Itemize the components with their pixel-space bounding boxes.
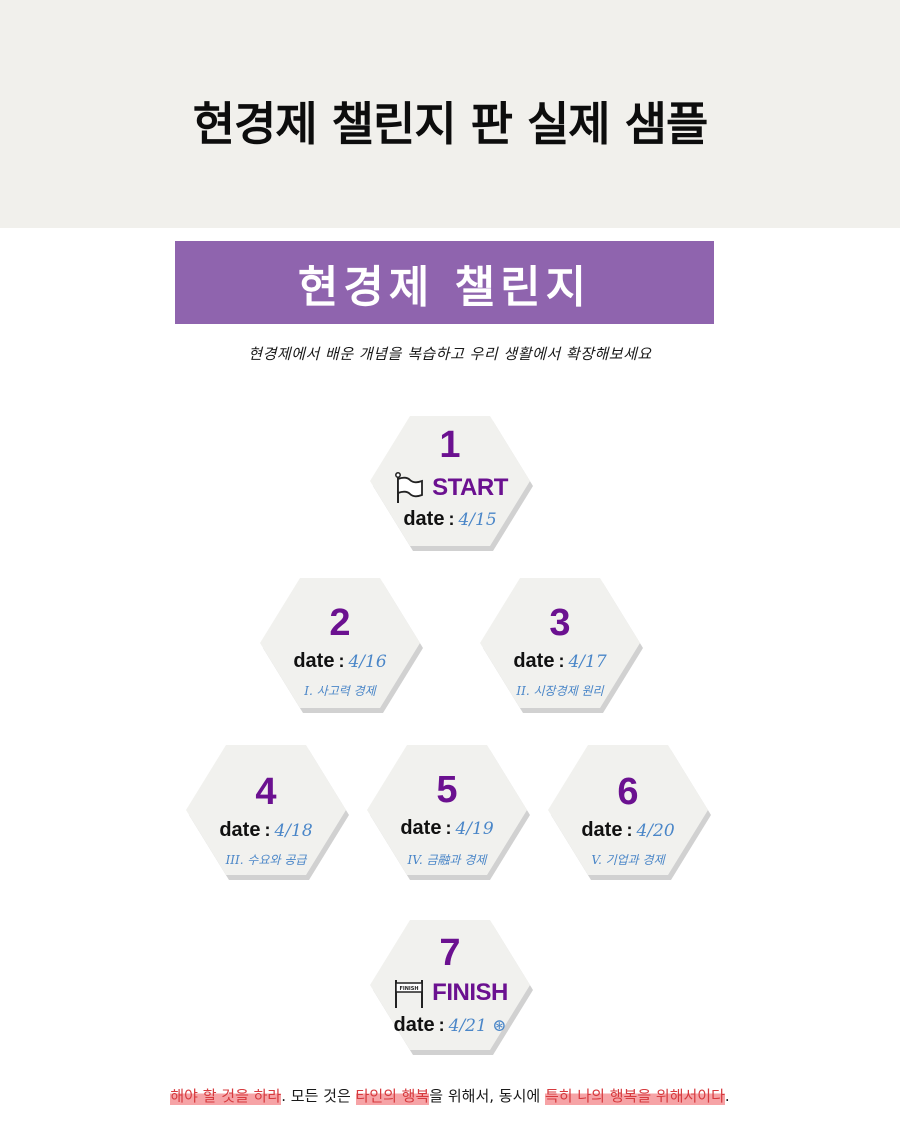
start-label: START bbox=[432, 474, 508, 501]
quote-part: . bbox=[724, 1087, 730, 1105]
step-number: 5 bbox=[436, 769, 458, 811]
date-value: 4/21 ⊛ bbox=[448, 1016, 507, 1036]
step-number: 3 bbox=[549, 602, 571, 644]
date-value: 4/17 bbox=[568, 652, 607, 672]
date-label: date bbox=[219, 819, 261, 841]
step-3-hexagon: 3 date : 4/17 II. 시장경제 원리 bbox=[480, 578, 643, 713]
step-1-hexagon: 1 START date : 4/15 bbox=[370, 416, 533, 551]
closing-quote: 해야 할 것을 하라. 모든 것은 타인의 행복을 위해서, 동시에 특히 나의… bbox=[0, 1085, 900, 1106]
topic-note: I. 사고력 경제 bbox=[304, 684, 376, 698]
date-value: 4/20 bbox=[636, 821, 675, 841]
step-number: 2 bbox=[329, 602, 351, 644]
quote-part-highlight: 특히 나의 행복을 위해서이다 bbox=[544, 1087, 725, 1105]
date-value: 4/18 bbox=[274, 821, 313, 841]
date-value: 4/15 bbox=[458, 510, 497, 530]
header-band bbox=[0, 0, 900, 228]
date-label: date bbox=[581, 819, 623, 841]
topic-note: V. 기업과 경제 bbox=[591, 853, 665, 867]
challenge-banner: 현경제 챌린지 bbox=[175, 241, 714, 324]
topic-note: III. 수요와 공급 bbox=[225, 853, 307, 867]
date-value: 4/19 bbox=[455, 819, 494, 839]
topic-note: II. 시장경제 원리 bbox=[516, 684, 604, 698]
subtitle: 현경제에서 배운 개념을 복습하고 우리 생활에서 확장해보세요 bbox=[248, 345, 652, 363]
date-value: 4/16 bbox=[348, 652, 387, 672]
finish-gate-icon: FINISH bbox=[395, 980, 424, 1008]
finish-label: FINISH bbox=[432, 979, 508, 1006]
step-5-hexagon: 5 date : 4/19 IV. 금融과 경제 bbox=[367, 745, 530, 880]
step-number: 7 bbox=[439, 932, 461, 974]
quote-part-highlight: 타인의 행복 bbox=[355, 1087, 430, 1105]
date-label: date bbox=[403, 508, 445, 530]
date-label: date bbox=[393, 1014, 435, 1036]
step-2-hexagon: 2 date : 4/16 I. 사고력 경제 bbox=[260, 578, 423, 713]
step-number: 4 bbox=[255, 771, 277, 813]
page-title: 현경제 챌린지 판 실제 샘플 bbox=[192, 97, 709, 151]
quote-part: . 모든 것은 bbox=[281, 1087, 356, 1105]
quote-part-highlight: 해야 할 것을 하라 bbox=[170, 1087, 282, 1105]
step-6-hexagon: 6 date : 4/20 V. 기업과 경제 bbox=[548, 745, 711, 880]
topic-note: IV. 금融과 경제 bbox=[407, 853, 487, 867]
step-number: 6 bbox=[617, 771, 639, 813]
date-label: date bbox=[293, 650, 335, 672]
step-number: 1 bbox=[439, 424, 461, 466]
date-label: date bbox=[513, 650, 555, 672]
banner-title: 현경제 챌린지 bbox=[297, 261, 592, 313]
quote-part: 을 위해서, 동시에 bbox=[429, 1087, 545, 1105]
flag-icon bbox=[395, 472, 424, 503]
step-4-hexagon: 4 date : 4/18 III. 수요와 공급 bbox=[186, 745, 349, 880]
step-7-hexagon: 7 FINISH FINISH date : 4/21 ⊛ bbox=[370, 920, 533, 1055]
svg-text:FINISH: FINISH bbox=[400, 986, 419, 992]
date-label: date bbox=[400, 817, 442, 839]
